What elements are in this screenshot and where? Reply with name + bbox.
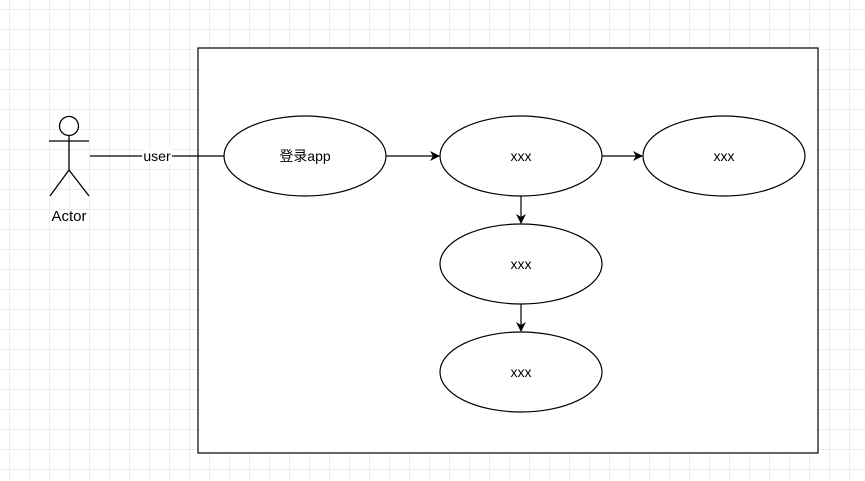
use-case-3[interactable]	[642, 115, 806, 197]
actor-figure[interactable]	[49, 115, 90, 197]
association-label-bg	[142, 148, 172, 164]
use-case-5[interactable]	[439, 331, 603, 413]
use-case-login-label: 登录app	[279, 148, 331, 164]
actor-head	[58, 115, 80, 137]
actor-label: Actor	[51, 208, 86, 225]
association-label: user	[143, 148, 171, 164]
use-case-3-label: xxx	[714, 148, 735, 164]
use-case-4-label: xxx	[511, 256, 532, 272]
actor-left-leg	[49, 169, 70, 197]
use-case-5-label: xxx	[511, 364, 532, 380]
actor-right-leg	[68, 169, 90, 197]
use-case-2-label: xxx	[511, 148, 532, 164]
